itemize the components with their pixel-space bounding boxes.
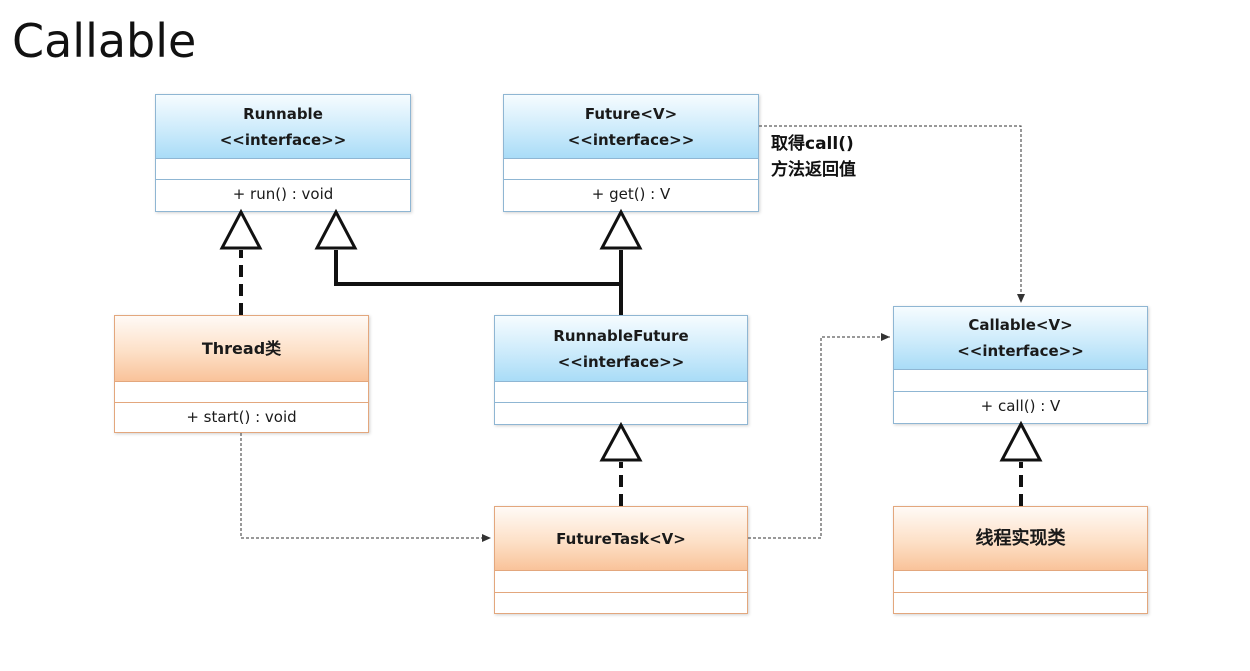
thread-name: Thread类 [201, 338, 282, 358]
runnable-stereotype: <<interface>> [219, 130, 347, 149]
future-generalization-triangle [599, 208, 643, 250]
runnablefuture-extends-edge [334, 250, 623, 315]
future-name: Future<V> [584, 104, 678, 123]
runnablefuture-interface-box[interactable]: RunnableFuture <<interface>> [494, 315, 748, 425]
callable-interface-box[interactable]: Callable<V> <<interface>> + call() : V [893, 306, 1148, 424]
callable-stereotype: <<interface>> [957, 342, 1084, 360]
futuretask-name: FutureTask<V> [556, 529, 686, 548]
runnable-run-method: + run() : void [156, 179, 410, 211]
thread-runnable-triangle [219, 208, 263, 250]
future-interface-box[interactable]: Future<V> <<interface>> + get() : V [503, 94, 759, 212]
callable-triangle [999, 420, 1043, 462]
callable-call-method: + call() : V [894, 391, 1147, 423]
callable-name: Callable<V> [968, 316, 1073, 334]
page-title: Callable [12, 14, 197, 68]
thread-to-futuretask-dependency [240, 433, 491, 542]
runnablefuture-stereotype: <<interface>> [557, 352, 685, 371]
futuretask-class-box[interactable]: FutureTask<V> [494, 506, 748, 614]
call-return-note: 取得call() 方法返回值 [771, 131, 856, 183]
future-to-callable-dependency [759, 125, 1025, 303]
future-get-method: + get() : V [504, 179, 758, 211]
futuretask-to-callable-dependency [748, 333, 890, 539]
future-stereotype: <<interface>> [567, 130, 695, 149]
thread-start-method: + start() : void [115, 402, 368, 432]
runnable-interface-box[interactable]: Runnable <<interface>> + run() : void [155, 94, 411, 212]
runnable-generalization-triangle [314, 208, 358, 250]
note-line-1: 取得call() [771, 134, 854, 154]
thread-impl-class-box[interactable]: 线程实现类 [893, 506, 1148, 614]
note-line-2: 方法返回值 [771, 160, 856, 180]
runnablefuture-triangle [599, 421, 643, 462]
impl-name: 线程实现类 [975, 527, 1066, 549]
runnable-name: Runnable [243, 104, 323, 123]
thread-class-box[interactable]: Thread类 + start() : void [114, 315, 369, 433]
runnablefuture-name: RunnableFuture [553, 326, 689, 345]
